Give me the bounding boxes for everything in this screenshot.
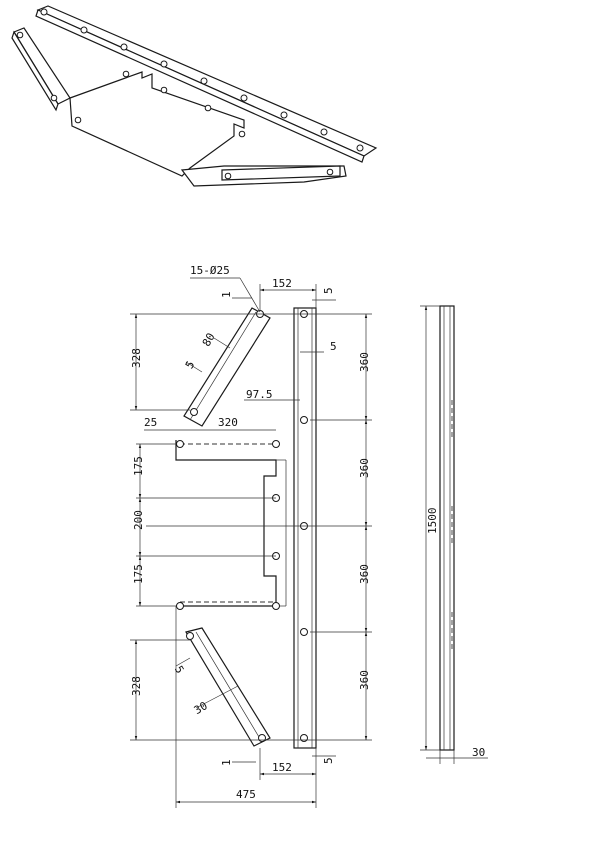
dim-upper-diag-height: 328 [130,348,143,368]
dim-side-thickness: 5 [330,340,337,353]
isometric-view [11,5,378,187]
dim-left-25: 25 [144,416,157,429]
dim-bottom-offset: 1 [220,759,233,766]
dim-side-width: 30 [472,746,485,759]
dimension-labels: 15-Ø25 152 1 5 5 328 80 5 97.5 25 320 36… [130,264,485,801]
dim-lower-30: 30 [192,699,210,717]
dim-bottom-thickness: 5 [322,757,335,764]
dim-lower-small: 5 [172,664,187,676]
dim-360-b: 360 [358,458,371,478]
dim-total-length: 1500 [426,508,439,535]
dim-bottom-width: 152 [272,761,292,774]
dim-left-200: 200 [132,510,145,530]
dim-360-c: 360 [358,564,371,584]
dim-left-175-a: 175 [132,456,145,476]
side-view [420,305,488,764]
dim-97-5: 97.5 [246,388,273,401]
dim-top-offset: 1 [220,291,233,298]
dim-span-320: 320 [218,416,238,429]
dim-top-width: 152 [272,277,292,290]
dim-360-d: 360 [358,670,371,690]
hole-callout: 15-Ø25 [190,264,230,277]
dim-top-thickness: 5 [322,287,335,294]
dim-360-a: 360 [358,352,371,372]
front-view [130,307,372,749]
dim-lower-diag-height: 328 [130,676,143,696]
dim-upper-small: 5 [183,359,198,371]
dim-left-175-b: 175 [132,564,145,584]
dim-upper-angle: 80 [200,331,218,349]
dimension-lines [134,277,368,808]
dim-overall-width: 475 [236,788,256,801]
